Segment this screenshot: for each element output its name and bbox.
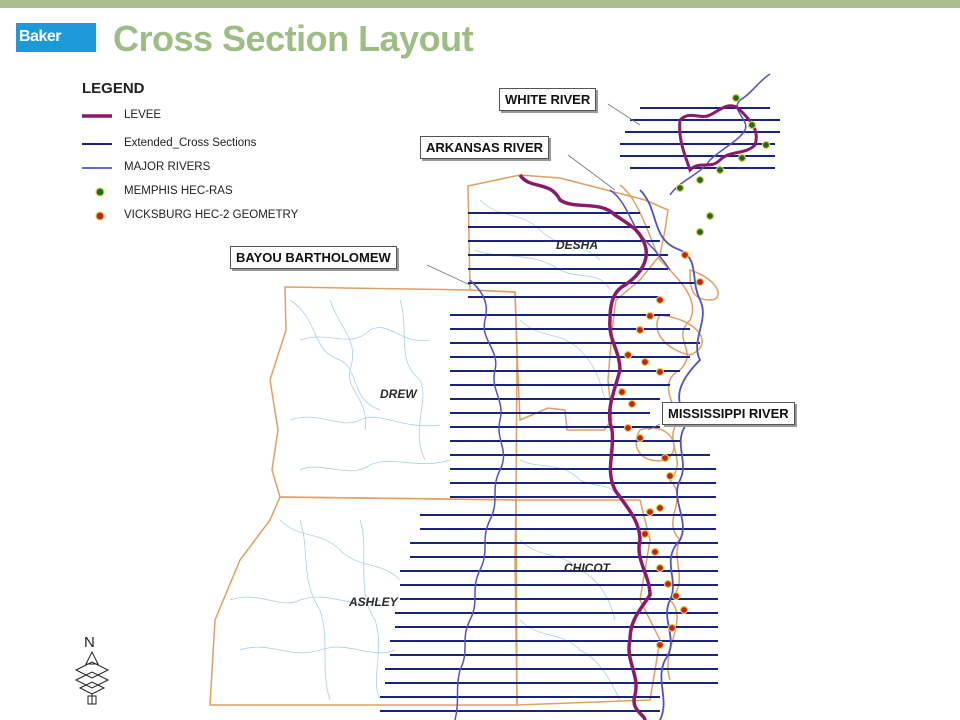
legend-item-levee: LEVEE: [80, 108, 370, 124]
arkansas-river-leader: [567, 154, 616, 191]
memphis-point: [695, 227, 705, 237]
county-label-ashley: ASHLEY: [349, 595, 398, 609]
vicksburg-point: [667, 623, 677, 633]
logo-text: Baker: [19, 28, 61, 45]
memphis-point: [731, 93, 741, 103]
north-arrow-icon: [74, 650, 110, 705]
memphis-hec-ras-points: [675, 93, 771, 237]
vicksburg-point: [680, 250, 690, 260]
vicksburg-point: [635, 433, 645, 443]
stream: [359, 519, 381, 701]
vicksburg-point: [635, 325, 645, 335]
memphis-point: [737, 153, 747, 163]
white-river-leader: [607, 103, 641, 126]
vicksburg-point: [640, 529, 650, 539]
vicksburg-point: [650, 547, 660, 557]
stream: [289, 416, 441, 427]
county-label-drew: DREW: [380, 387, 417, 401]
stream: [229, 596, 381, 604]
vicksburg-dot-icon: [95, 211, 105, 221]
memphis-point: [715, 165, 725, 175]
vicksburg-point: [645, 311, 655, 321]
legend-label: Extended_Cross Sections: [124, 137, 257, 149]
legend-label: MEMPHIS HEC-RAS: [124, 185, 233, 197]
memphis-dot-icon: [95, 187, 105, 197]
stream: [519, 459, 621, 501]
legend-item-vicksburg: VICKSBURG HEC-2 GEOMETRY: [80, 208, 370, 224]
vicksburg-point: [627, 399, 637, 409]
vicksburg-point: [660, 453, 670, 463]
county-label-chicot: CHICOT: [564, 561, 610, 575]
stream: [279, 519, 401, 581]
stream: [519, 539, 616, 621]
legend-title: LEGEND: [82, 80, 145, 97]
stream: [519, 619, 621, 701]
callout-white-river: WHITE RIVER: [499, 88, 597, 111]
baker-logo: Baker: [16, 23, 96, 52]
arkansas-river: [609, 189, 671, 271]
bayou-bartholomew-river: [454, 279, 505, 720]
bayou-bartholomew-leader: [426, 264, 471, 286]
stream: [299, 519, 331, 701]
vicksburg-point: [655, 367, 665, 377]
white-river: [669, 73, 771, 196]
vicksburg-hec2-points: [617, 250, 705, 650]
stream: [399, 299, 426, 461]
levee: [678, 104, 758, 173]
vicksburg-point: [617, 387, 627, 397]
stream: [479, 199, 601, 261]
stream: [239, 646, 396, 654]
vicksburg-point: [623, 423, 633, 433]
stream: [519, 319, 606, 401]
map-legend: LEGEND LEVEE Extended_Cross Sections MAJ…: [80, 80, 370, 240]
memphis-point: [747, 120, 757, 130]
vicksburg-point: [663, 579, 673, 589]
vicksburg-point: [695, 277, 705, 287]
vicksburg-point: [679, 605, 689, 615]
north-arrow-letter: N: [84, 634, 95, 651]
callout-bayou-bartholomew: BAYOU BARTHOLOMEW: [230, 246, 397, 269]
levee-line-icon: [82, 114, 112, 118]
vicksburg-point: [655, 563, 665, 573]
legend-item-cross-sections: Extended_Cross Sections: [80, 136, 370, 152]
legend-label: LEVEE: [124, 109, 162, 121]
vicksburg-point: [640, 357, 650, 367]
callout-mississippi-river: MISSISSIPPI RIVER: [662, 402, 795, 425]
vicksburg-point: [623, 350, 633, 360]
stream: [299, 459, 451, 472]
cross-section-line-icon: [82, 143, 112, 145]
callout-leaders: [426, 103, 661, 431]
mississippi-river-leader: [647, 423, 661, 431]
stream: [289, 299, 381, 411]
legend-label: VICKSBURG HEC-2 GEOMETRY: [124, 209, 299, 221]
chicot-boundary: [515, 499, 661, 706]
stream: [329, 299, 367, 431]
desha-boundary: [467, 174, 669, 431]
callout-arkansas-river: ARKANSAS RIVER: [420, 136, 550, 159]
vicksburg-point: [665, 471, 675, 481]
top-accent-bar: [0, 0, 960, 8]
oxbow-2: [656, 314, 703, 356]
vicksburg-point: [645, 507, 655, 517]
memphis-point: [675, 183, 685, 193]
vicksburg-point: [655, 503, 665, 513]
memphis-point: [695, 175, 705, 185]
stream: [299, 327, 431, 342]
levee: [518, 173, 652, 720]
legend-item-memphis: MEMPHIS HEC-RAS: [80, 184, 370, 200]
page-title: Cross Section Layout: [113, 18, 474, 59]
vicksburg-point: [655, 295, 665, 305]
river-line-icon: [82, 167, 112, 169]
vicksburg-point: [655, 640, 665, 650]
memphis-point: [705, 211, 715, 221]
legend-item-major-rivers: MAJOR RIVERS: [80, 160, 370, 176]
legend-label: MAJOR RIVERS: [124, 161, 211, 173]
county-label-desha: DESHA: [556, 238, 599, 252]
vicksburg-point: [671, 591, 681, 601]
memphis-point: [761, 140, 771, 150]
stream-network: [229, 199, 621, 701]
